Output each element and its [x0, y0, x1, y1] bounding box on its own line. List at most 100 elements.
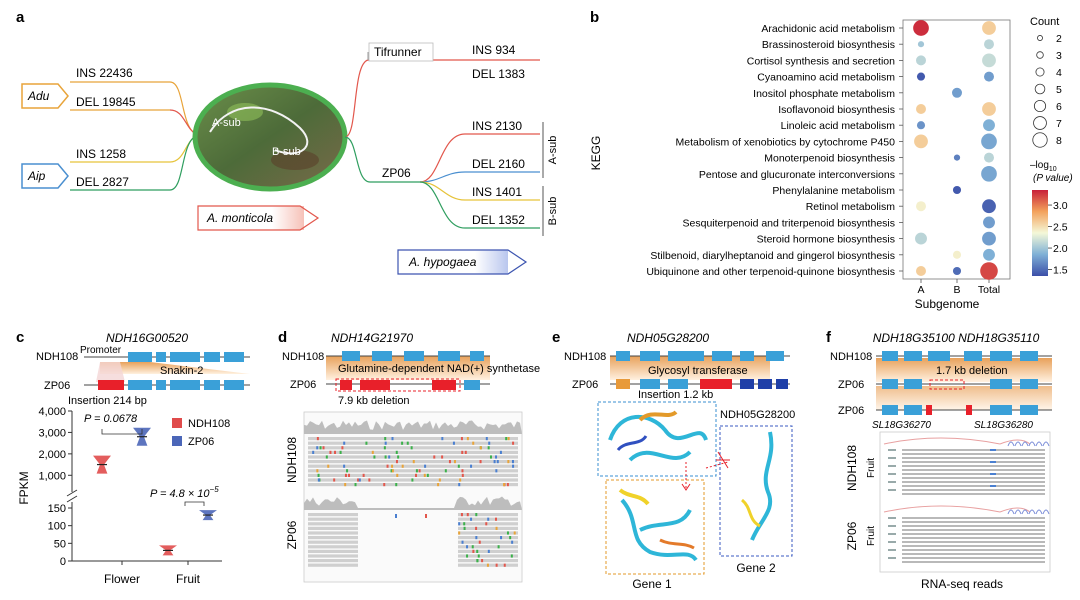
count-legend-label: 6 — [1056, 101, 1062, 113]
panel-d-label: d — [278, 329, 287, 346]
e-exon-zp06 — [668, 379, 688, 389]
d-mismatch — [401, 464, 404, 468]
d-read-row — [308, 545, 358, 549]
d-read-row — [308, 450, 518, 454]
d-mismatch — [486, 563, 489, 567]
count-legend-circle — [1034, 83, 1046, 95]
b-ins-text: INS 1401 — [472, 185, 522, 199]
kegg-bubble — [980, 262, 998, 280]
kegg-term-label: Isoflavonoid biosynthesis — [778, 104, 895, 116]
f-junction-arc — [1021, 509, 1029, 515]
kegg-bubble — [917, 41, 925, 48]
kegg-bubble — [952, 250, 962, 259]
d-mismatch — [481, 559, 484, 563]
d-mismatch — [438, 478, 441, 482]
d-mismatch — [466, 545, 469, 549]
count-legend-label: 4 — [1056, 67, 1062, 79]
kegg-bubble — [916, 55, 926, 66]
d-mismatch — [325, 455, 328, 459]
protein-helix — [618, 488, 650, 506]
kegg-term-label: Arachidonic acid metabolism — [761, 23, 895, 35]
colorbar-tick-label: 3.0 — [1053, 200, 1068, 212]
f-read-block — [888, 489, 896, 491]
y-tick-label: 1,000 — [38, 470, 66, 482]
d-mismatch — [395, 450, 398, 454]
subgenome-axis-label: Subgenome — [915, 297, 980, 311]
d-mismatch — [401, 441, 404, 445]
adu-tag-label: Adu — [27, 89, 50, 103]
f-junction-arc — [883, 505, 1001, 513]
d-mismatch — [477, 554, 480, 558]
f-read-block — [888, 465, 896, 467]
e-arrow — [716, 451, 730, 469]
d-exon — [372, 351, 392, 361]
panel-b-label: b — [590, 9, 599, 26]
kegg-term-label: Metabolism of xenobiotics by cytochrome … — [676, 136, 896, 148]
d-mismatch — [475, 526, 478, 530]
d-mismatch — [495, 526, 498, 530]
d-mismatch — [479, 446, 482, 450]
legend-zp06-label: ZP06 — [188, 436, 214, 448]
d-mismatch — [397, 455, 400, 459]
d-read-row — [308, 483, 518, 487]
panel-a-label: a — [16, 9, 25, 26]
count-legend-label: 8 — [1056, 135, 1062, 147]
photo-outline — [209, 106, 309, 155]
f-track2-label: ZP06 — [845, 521, 859, 550]
kegg-bubble-plot: Arachidonic acid metabolismBrassinostero… — [646, 19, 1011, 296]
d-read-row — [308, 549, 358, 553]
count-legend-circle — [1033, 99, 1047, 113]
c-exon — [170, 352, 200, 362]
count-legend-circle — [1032, 132, 1048, 148]
d-mismatch — [458, 483, 461, 487]
kegg-bubble — [916, 266, 926, 276]
d-mismatch — [371, 450, 374, 454]
panel-e-label: e — [552, 329, 560, 346]
d-mismatch — [415, 473, 418, 477]
d-mismatch — [489, 455, 492, 459]
e-exon — [740, 351, 754, 361]
d-mismatch — [460, 513, 463, 517]
d-mismatch — [426, 473, 429, 477]
kegg-bubble — [953, 154, 961, 161]
d-read-row — [458, 522, 518, 526]
d-mismatch — [383, 446, 386, 450]
d-track1-label: NDH108 — [285, 437, 299, 483]
f-junction-arc — [1042, 509, 1050, 515]
f-exon — [882, 379, 898, 389]
d-ndh108-label: NDH108 — [282, 351, 324, 363]
d-read-row — [308, 455, 518, 459]
f-exon — [990, 351, 1012, 361]
d-mismatch — [406, 441, 409, 445]
d-read-row — [458, 531, 518, 535]
d-mismatch — [461, 450, 464, 454]
d-read-row — [458, 540, 518, 544]
d-mismatch — [466, 437, 469, 441]
f-exon — [1020, 351, 1038, 361]
d-read-tracks — [303, 411, 523, 583]
f-exon — [990, 405, 1012, 415]
d-mismatch — [485, 437, 488, 441]
d-mismatch — [487, 549, 490, 553]
d-mismatch — [348, 473, 351, 477]
d-mismatch — [391, 437, 394, 441]
tifrunner-box — [368, 42, 434, 62]
d-mismatch — [507, 437, 510, 441]
d-mismatch — [471, 545, 474, 549]
hypogaea-label: A. hypogaea — [408, 255, 477, 269]
d-exon — [464, 380, 480, 390]
d-deleted-exon — [360, 380, 390, 390]
d-coverage-track — [304, 496, 522, 510]
kegg-bubble — [983, 216, 995, 229]
f-track1-label: NDH108 — [845, 445, 859, 491]
d-mismatch — [466, 554, 469, 558]
d-read-row — [458, 554, 518, 558]
d-mismatch — [457, 464, 460, 468]
tif-ins-text: INS 934 — [472, 43, 516, 57]
subgenome-tick-label: A — [917, 284, 924, 296]
d-read-row — [308, 473, 518, 477]
d-mismatch — [512, 441, 515, 445]
panel-a: a Adu Aip INS 22436 DEL 19845 INS 1258 D… — [16, 9, 559, 275]
c-synteny-band — [100, 362, 250, 374]
d-read-row — [458, 545, 518, 549]
